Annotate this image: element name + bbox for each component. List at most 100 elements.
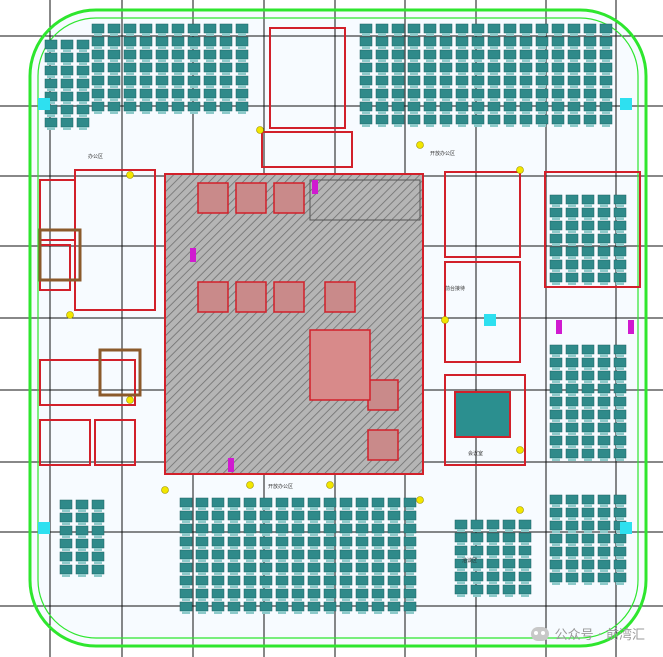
chair-bottom-right-4-0 (552, 556, 560, 559)
chair-bottom-middle-0-5 (262, 507, 270, 510)
desk-right-upper-0-0 (549, 194, 563, 205)
chair-left-top-5-2 (79, 114, 87, 117)
chair-bottom-middle-0-11 (358, 507, 366, 510)
chair-top-left-3-3 (142, 72, 150, 75)
desk-bottom-meeting-3-4 (518, 558, 532, 569)
desk-bottom-middle-2-12 (371, 523, 385, 534)
chair-top-right-5-13 (570, 98, 578, 101)
desk-bottom-middle-2-6 (275, 523, 289, 534)
desk-right-lower-3-3 (597, 383, 611, 394)
chair-right-upper-1-1 (568, 217, 576, 220)
chair-top-left-2-5 (174, 59, 182, 62)
desk-bottom-middle-6-1 (195, 575, 209, 586)
desk-bottom-middle-3-12 (371, 536, 385, 547)
chair-bottom-middle-5-9 (326, 572, 334, 575)
chair-top-right-3-15 (602, 72, 610, 75)
desk-bottom-middle-7-4 (243, 588, 257, 599)
desk-bottom-middle-1-3 (227, 510, 241, 521)
chair-top-right-2-4 (426, 59, 434, 62)
chair-top-right-7-8 (490, 124, 498, 127)
desk-bottom-middle-5-8 (307, 562, 321, 573)
desk-bottom-meeting-2-0 (454, 545, 468, 556)
chair-top-right-1-13 (570, 46, 578, 49)
chair-right-upper-1-3 (600, 217, 608, 220)
chair-top-right-1-2 (394, 46, 402, 49)
desk-top-right-2-0 (359, 49, 373, 60)
chair-top-left-1-6 (190, 46, 198, 49)
chair-left-bottom-4-0 (62, 561, 70, 564)
chair-right-lower-1-3 (600, 367, 608, 370)
desk-top-left-3-8 (219, 62, 233, 73)
desk-top-right-7-0 (359, 114, 373, 125)
desk-bottom-middle-4-0 (179, 549, 193, 560)
chair-right-upper-3-4 (616, 243, 624, 246)
desk-bottom-middle-3-9 (323, 536, 337, 547)
desk-bottom-middle-6-3 (227, 575, 241, 586)
chair-bottom-middle-0-4 (246, 507, 254, 510)
desk-right-lower-7-1 (565, 435, 579, 446)
chair-right-lower-4-4 (616, 406, 624, 409)
chair-bottom-middle-6-6 (278, 585, 286, 588)
chair-bottom-right-4-3 (600, 556, 608, 559)
desk-top-right-5-7 (471, 88, 485, 99)
chair-bottom-middle-8-2 (214, 611, 222, 614)
chair-right-lower-0-1 (568, 354, 576, 357)
desk-top-left-0-5 (171, 23, 185, 34)
shaft-box-0 (197, 182, 229, 214)
chair-top-left-3-8 (222, 72, 230, 75)
chair-bottom-meeting-5-1 (473, 594, 481, 597)
chair-top-right-5-7 (474, 98, 482, 101)
desk-top-right-2-15 (599, 49, 613, 60)
desk-right-upper-2-2 (581, 220, 595, 231)
chair-top-left-0-7 (206, 33, 214, 36)
chair-bottom-meeting-5-0 (457, 594, 465, 597)
chair-right-upper-5-2 (584, 269, 592, 272)
chair-top-left-3-2 (126, 72, 134, 75)
chair-top-right-3-4 (426, 72, 434, 75)
chair-bottom-right-5-4 (616, 569, 624, 572)
desk-top-right-6-10 (519, 101, 533, 112)
desk-left-top-4-2 (76, 91, 90, 102)
desk-bottom-middle-1-11 (355, 510, 369, 521)
desk-top-left-2-0 (91, 49, 105, 60)
desk-top-left-6-7 (203, 101, 217, 112)
desk-bottom-right-2-1 (565, 520, 579, 531)
chair-right-lower-3-4 (616, 393, 624, 396)
desk-right-lower-8-0 (549, 448, 563, 459)
chair-top-right-1-10 (522, 46, 530, 49)
desk-bottom-right-6-1 (565, 572, 579, 583)
reception-desk (454, 391, 511, 438)
desk-right-lower-5-0 (549, 409, 563, 420)
desk-top-right-2-10 (519, 49, 533, 60)
desk-top-left-4-9 (235, 75, 249, 86)
desk-top-right-3-5 (439, 62, 453, 73)
desk-bottom-middle-8-8 (307, 601, 321, 612)
chair-bottom-meeting-4-4 (521, 581, 529, 584)
chair-bottom-middle-6-9 (326, 585, 334, 588)
desk-right-upper-3-2 (581, 233, 595, 244)
chair-top-right-6-10 (522, 111, 530, 114)
desk-bottom-middle-6-14 (403, 575, 417, 586)
desk-top-right-1-14 (583, 36, 597, 47)
desk-bottom-middle-4-4 (243, 549, 257, 560)
chair-top-right-1-11 (538, 46, 546, 49)
desk-bottom-middle-6-10 (339, 575, 353, 586)
chair-top-right-0-12 (554, 33, 562, 36)
chair-top-right-2-6 (458, 59, 466, 62)
desk-left-top-0-1 (60, 39, 74, 50)
chair-bottom-middle-1-3 (230, 520, 238, 523)
desk-right-lower-4-2 (581, 396, 595, 407)
chair-top-right-1-12 (554, 46, 562, 49)
desk-top-right-1-9 (503, 36, 517, 47)
desk-bottom-middle-0-9 (323, 497, 337, 508)
desk-bottom-right-1-2 (581, 507, 595, 518)
desk-right-upper-1-1 (565, 207, 579, 218)
desk-top-right-1-7 (471, 36, 485, 47)
desk-bottom-middle-0-13 (387, 497, 401, 508)
chair-bottom-middle-3-5 (262, 546, 270, 549)
chair-bottom-right-0-3 (600, 504, 608, 507)
desk-top-right-2-12 (551, 49, 565, 60)
desk-bottom-middle-8-2 (211, 601, 225, 612)
desk-top-right-6-14 (583, 101, 597, 112)
desk-top-left-2-5 (171, 49, 185, 60)
